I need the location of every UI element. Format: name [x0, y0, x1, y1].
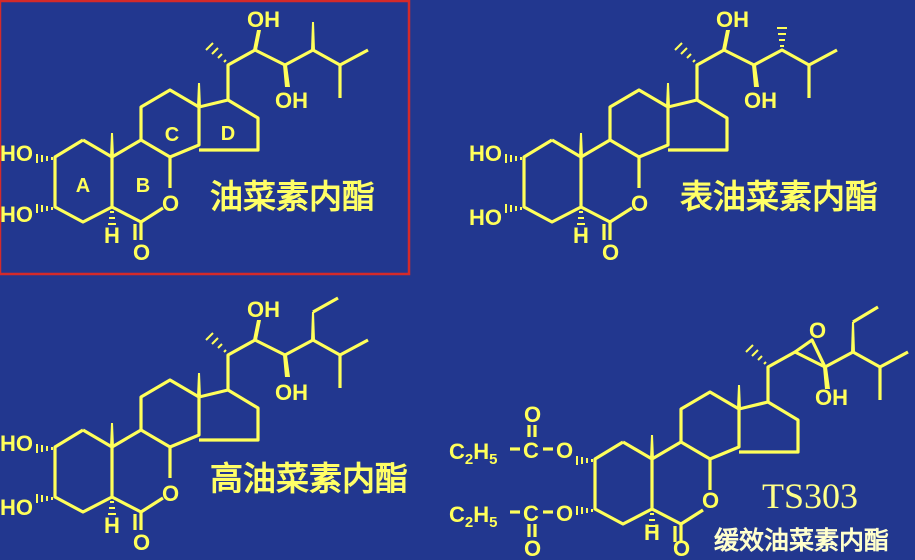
compound-name: 油菜素内酯 [210, 177, 375, 216]
molecule-homobrassinolide: HO HO H O O OH OH 高油菜素内酯 [0, 296, 408, 555]
oh-label: OH [247, 297, 280, 322]
ring-label-a: A [76, 175, 90, 197]
svg-text:C2H5: C2H5 [449, 439, 497, 468]
o-label: O [556, 438, 573, 463]
compound-name: 表油菜素内酯 [680, 177, 878, 216]
ho-label: HO [0, 141, 33, 166]
h-label: H [573, 223, 589, 248]
h-label: H [644, 520, 660, 545]
o-label: O [133, 240, 150, 265]
o-label: O [673, 536, 690, 560]
molecule-epibrassinolide: HO HO H O O OH OH 表油菜素内酯 [469, 7, 878, 265]
oh-label: OH [275, 88, 308, 113]
epoxide-o-label: O [809, 318, 826, 343]
ring-label-d: D [221, 123, 235, 145]
oh-label: OH [815, 385, 848, 410]
o-label: O [524, 536, 541, 560]
molecule-brassinolide: HO HO H O O OH OH A B C D 油菜素内酯 [0, 7, 375, 265]
svg-text:C2H5: C2H5 [449, 502, 497, 531]
o-label: O [162, 481, 179, 506]
highlight-box [0, 0, 411, 276]
o-label: O [133, 530, 150, 555]
c-label: C [523, 501, 539, 526]
compound-name: 缓效油菜素内酯 [714, 526, 889, 555]
oh-label: OH [247, 7, 280, 32]
compound-name: 高油菜素内酯 [210, 459, 408, 498]
ho-label: HO [0, 495, 33, 520]
o-label: O [702, 488, 719, 513]
ho-label: HO [0, 202, 33, 227]
h-label: H [104, 513, 120, 538]
ring-label-b: B [136, 175, 150, 197]
ester-group-top: C2H5 C O O [449, 402, 573, 468]
oh-label: OH [275, 380, 308, 405]
ho-label: HO [469, 141, 502, 166]
o-label: O [162, 191, 179, 216]
ring-label-c: C [165, 124, 179, 146]
o-label: O [631, 191, 648, 216]
compound-code: TS303 [762, 476, 858, 516]
o-label: O [524, 402, 541, 427]
oh-label: OH [744, 88, 777, 113]
o-label: O [556, 501, 573, 526]
ester-group-bottom: C2H5 C O O [449, 501, 573, 560]
h-label: H [104, 223, 120, 248]
c-label: C [523, 438, 539, 463]
o-label: O [602, 240, 619, 265]
molecule-ts303: O OH H O O [575, 305, 910, 560]
ho-label: HO [469, 205, 502, 230]
oh-label: OH [716, 7, 749, 32]
ho-label: HO [0, 431, 33, 456]
